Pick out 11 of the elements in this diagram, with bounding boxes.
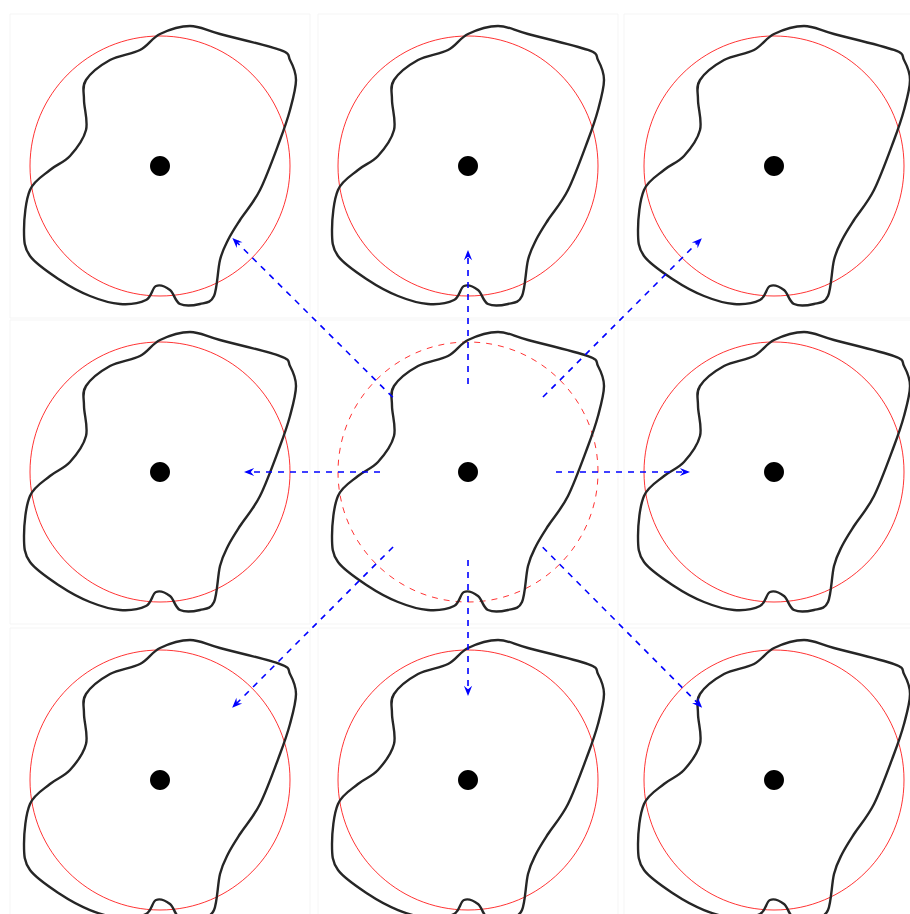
cell-drawing: [22, 330, 298, 613]
cell-drawing: [22, 24, 298, 307]
cell-drawing: [22, 638, 298, 914]
cell-drawing: [330, 638, 606, 914]
cell-drawing: [636, 24, 910, 307]
cell-drawing: [636, 330, 910, 613]
cell-drawing: [636, 638, 910, 914]
arrow: [232, 546, 394, 708]
cell-drawing: [330, 24, 606, 307]
cell-drawing: [330, 330, 606, 613]
arrow: [542, 238, 702, 398]
